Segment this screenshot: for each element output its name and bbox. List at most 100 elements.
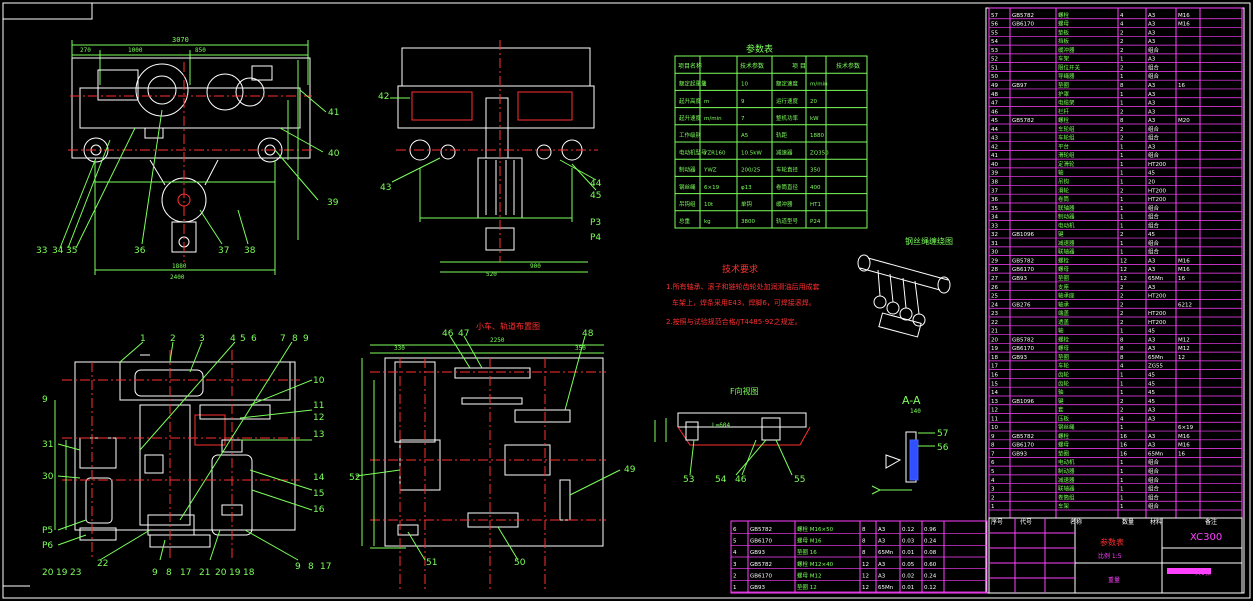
parts-cell: 12 xyxy=(1120,267,1127,273)
param-cell: P24 xyxy=(810,219,821,225)
bottom-cell: GB6170 xyxy=(750,538,773,544)
balloon-p6: P6 xyxy=(42,541,53,551)
parts-cell: 41 xyxy=(991,153,998,159)
parts-cell: 32 xyxy=(991,232,998,238)
parts-cell: 联轴器 xyxy=(1058,485,1075,493)
parts-cell: 栏杆 xyxy=(1058,107,1070,115)
balloon-34: 34 xyxy=(52,246,64,256)
parts-cell: 车架 xyxy=(1058,502,1070,510)
parts-cell: 电动机 xyxy=(1058,458,1075,466)
parts-cell: 套 xyxy=(1058,406,1064,414)
balloon-53: 53 xyxy=(683,475,694,485)
bottom-cell: 8 xyxy=(862,550,866,556)
param-cell: 车轮直径 xyxy=(776,166,799,174)
balloon-14: 14 xyxy=(313,473,325,483)
balloon-21: 21 xyxy=(199,568,210,578)
parts-cell: 2 xyxy=(1120,302,1124,308)
parts-cell: 螺母 xyxy=(1058,20,1070,28)
parts-cell: 垫圈 xyxy=(1058,274,1070,282)
parts-cell: 制动器 xyxy=(1058,467,1075,475)
parts-cell: 1 xyxy=(1120,162,1124,168)
parts-cell: A3 xyxy=(1148,267,1156,273)
parts-cell: 轴承座 xyxy=(1058,292,1075,300)
param-cell: 单钩 xyxy=(741,200,753,208)
bottom-cell: 65Mn xyxy=(878,550,894,556)
parts-cell: 组合 xyxy=(1148,204,1160,212)
parts-cell: 1 xyxy=(1120,504,1124,510)
parts-cell: 轴 xyxy=(1058,169,1064,177)
parts-cell: HT200 xyxy=(1148,294,1166,300)
parts-cell: 垫圈 xyxy=(1058,81,1070,89)
balloon-1: 1 xyxy=(140,334,146,344)
param-cell: 钢丝绳 xyxy=(679,183,696,191)
param-cell: 20 xyxy=(810,99,817,105)
front-view-balloons: 33 34 35 36 37 38 39 40 41 xyxy=(36,108,340,256)
parts-cell: 1 xyxy=(1120,329,1124,335)
side-view: 900 520 xyxy=(390,40,598,278)
bottom-cell: 0.03 xyxy=(902,538,915,544)
dim-right-520: 520 xyxy=(486,271,497,278)
balloon-44: 44 xyxy=(590,179,602,189)
parts-cell: GB5782 xyxy=(1012,434,1034,440)
param-cell: 起升高度 xyxy=(679,97,702,105)
parts-cell: 12 xyxy=(1120,276,1127,282)
parts-cell: 5 xyxy=(991,469,995,475)
parts-cell: 54 xyxy=(991,39,998,45)
parts-cell: 1 xyxy=(1120,250,1124,256)
balloon-2: 2 xyxy=(170,334,176,344)
balloon-23: 23 xyxy=(70,568,81,578)
param-cell: m/min xyxy=(704,116,722,122)
parts-cell: 垫圈 xyxy=(1058,449,1070,457)
parts-cell: GB6170 xyxy=(1012,346,1035,352)
bottom-cell: GB6170 xyxy=(750,573,773,579)
param-cell: 轨道型号 xyxy=(776,217,799,225)
parts-cell: 3 xyxy=(991,487,995,493)
balloon-46-f: 46 xyxy=(735,475,747,485)
parts-cell: 护罩 xyxy=(1058,90,1070,98)
parts-cell: 压板 xyxy=(1058,414,1070,422)
param-cell: 制动器 xyxy=(679,166,696,174)
parts-cell: 46 xyxy=(991,109,998,115)
dim-mid-330: 330 xyxy=(394,345,405,352)
rope-winding-diagram: 钢丝绳缠绕图 xyxy=(857,236,953,338)
parts-cell: 57 xyxy=(991,13,998,19)
parts-cell: 吊钩 xyxy=(1058,178,1070,186)
parts-cell: 2 xyxy=(1120,294,1124,300)
tech-line-1: 1.所有轴承、滚子和链轮齿轮处加润滑油后用成套 xyxy=(666,282,820,291)
parts-cell: 螺栓 xyxy=(1058,11,1070,19)
param-cell: 10t xyxy=(704,202,714,208)
param-cell: m xyxy=(704,99,709,105)
parts-cell: 43 xyxy=(991,136,998,142)
parts-cell: 65Mn xyxy=(1148,451,1164,457)
parts-cell: 16 xyxy=(1178,451,1185,457)
parts-cell: M16 xyxy=(1178,267,1190,273)
parts-cell: 螺母 xyxy=(1058,265,1070,273)
parts-cell: 9 xyxy=(991,434,995,440)
parts-cell: 35 xyxy=(991,206,998,212)
parts-cell: 45 xyxy=(1148,390,1155,396)
parts-cell: 4 xyxy=(1120,22,1124,28)
balloon-5: 5 xyxy=(240,334,246,344)
parts-cell: 垫圈 xyxy=(1058,353,1070,361)
balloon-9-top: 9 xyxy=(303,334,309,344)
parts-cell: 2 xyxy=(1120,285,1124,291)
parts-cell: 21 xyxy=(991,329,998,335)
parts-cell: 垫板 xyxy=(1058,28,1070,36)
dim-f-140: 140 xyxy=(910,408,921,415)
parts-cell: A3 xyxy=(1148,13,1156,19)
parts-cell: A3 xyxy=(1148,118,1156,124)
parts-list-header: 序号代号名称数量材料备注 xyxy=(991,518,1217,526)
balloon-8b: 8 xyxy=(166,568,172,578)
parts-cell: 6 xyxy=(991,460,995,466)
parts-cell: GB6170 xyxy=(1012,443,1035,449)
balloon-22: 22 xyxy=(97,559,108,569)
bottom-cell: 3 xyxy=(733,562,737,568)
bottom-cell: 0.05 xyxy=(902,562,915,568)
balloon-55: 55 xyxy=(794,475,805,485)
parts-cell: 电动机 xyxy=(1058,221,1075,229)
bottom-cell: A3 xyxy=(878,527,886,533)
